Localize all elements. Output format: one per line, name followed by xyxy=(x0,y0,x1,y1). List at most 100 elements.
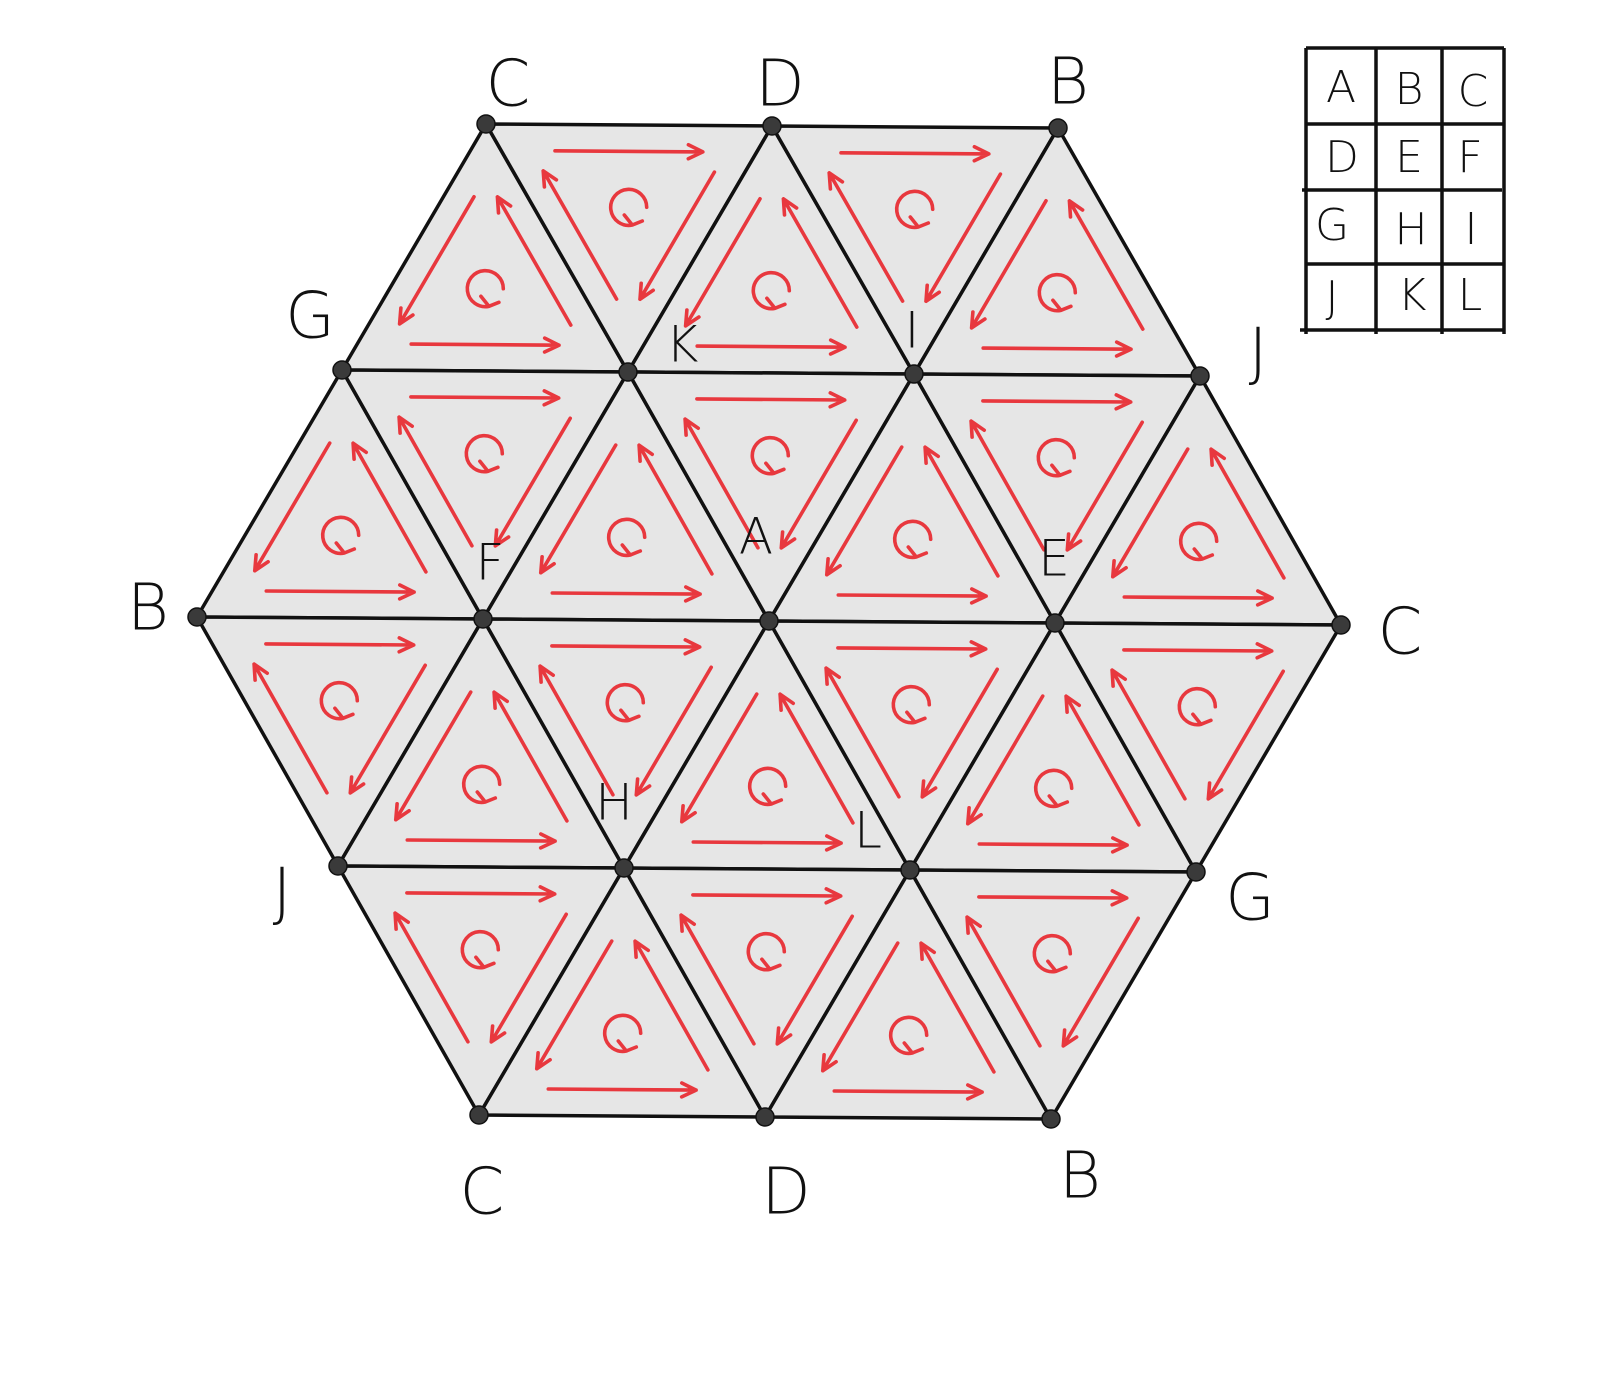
edge-arrow xyxy=(495,195,573,327)
edge-arrow xyxy=(981,393,1133,411)
arrow-layer xyxy=(252,143,1286,1101)
legend-cell-j: J xyxy=(1326,272,1339,323)
vertex-dot xyxy=(614,858,634,878)
edge-arrow xyxy=(535,939,614,1071)
edge-arrow xyxy=(977,889,1129,907)
edge-arrow xyxy=(264,636,416,654)
edge-arrow xyxy=(981,340,1133,358)
edge-arrow xyxy=(839,145,991,163)
edge-arrow xyxy=(493,416,572,548)
vertex-dot xyxy=(904,364,924,384)
vertex-label-top-mid: D xyxy=(755,48,804,122)
edge-arrow xyxy=(775,914,854,1046)
rotation-icon xyxy=(608,187,649,228)
triangle-face xyxy=(908,868,1198,1121)
vertex-dot xyxy=(1190,366,1210,386)
vertex-label-bottom-left: C xyxy=(460,1156,505,1230)
edge-arrow xyxy=(634,665,713,797)
edge-arrow xyxy=(1064,694,1141,827)
rotation-icon xyxy=(602,1013,643,1054)
legend-cell-c: C xyxy=(1458,66,1489,117)
rotation-icon xyxy=(1037,272,1078,313)
edge-arrow xyxy=(836,587,988,605)
edge-arrow xyxy=(680,692,759,824)
vertex-dot xyxy=(1041,1109,1061,1129)
rotation-icon xyxy=(891,684,932,725)
rotation-icon xyxy=(1177,686,1218,727)
rotation-icon xyxy=(319,680,360,721)
rotation-icon xyxy=(1032,933,1073,974)
edge-arrow xyxy=(550,585,702,603)
edge-arrow xyxy=(679,913,756,1046)
edge-arrow xyxy=(683,417,760,550)
vertex-dot xyxy=(1045,613,1065,633)
vertex-label-center: A xyxy=(739,508,773,566)
rotation-icon xyxy=(1033,768,1074,809)
rotation-icon xyxy=(1178,521,1219,562)
edge-arrow xyxy=(633,939,710,1072)
vertex-dot xyxy=(473,609,493,629)
vertex-label-bottom-mid: D xyxy=(761,1156,810,1230)
vertex-dot xyxy=(187,607,207,627)
vertex-label-mid-inner-left: F xyxy=(476,534,505,592)
edge-arrow xyxy=(827,171,905,303)
rotation-icon xyxy=(750,435,791,476)
edge-arrow xyxy=(778,692,855,825)
rotation-icon xyxy=(747,766,788,807)
edge-arrow xyxy=(1065,420,1144,552)
edge-arrow xyxy=(492,690,569,823)
rotation-icon xyxy=(465,268,506,309)
edge-arrow xyxy=(538,664,615,797)
vertex-dot xyxy=(618,362,638,382)
edge-arrow xyxy=(836,640,988,658)
vertex-dot xyxy=(476,114,496,134)
edge-arrow xyxy=(1061,916,1140,1048)
vertex-label-upper-inner-right: I xyxy=(905,302,920,360)
vertex-label-lower-inner-left: H xyxy=(595,774,633,832)
rotation-icon xyxy=(894,189,935,230)
legend-cell-i: I xyxy=(1465,204,1478,255)
edge-arrow xyxy=(1067,199,1145,331)
edge-arrow xyxy=(553,143,705,161)
edge-arrow xyxy=(394,690,473,822)
vertex-points xyxy=(187,114,1351,1129)
edge-arrow xyxy=(966,694,1045,826)
vertex-dot xyxy=(762,116,782,136)
legend-cell-e: E xyxy=(1395,132,1423,183)
edge-arrow xyxy=(397,415,474,548)
edge-arrow xyxy=(264,583,416,601)
legend-cell-a: A xyxy=(1326,62,1356,113)
vertex-label-mid-inner-right: E xyxy=(1038,530,1070,588)
edge-arrow xyxy=(489,912,568,1044)
edge-arrow xyxy=(638,170,717,301)
vertex-dot xyxy=(332,360,352,380)
rotation-icon xyxy=(892,519,933,560)
edge-arrow xyxy=(1111,447,1190,579)
triangle-grid xyxy=(195,122,1343,1121)
vertex-label-lower-inner-right: L xyxy=(854,802,882,860)
legend-cell-h: H xyxy=(1394,204,1427,255)
edge-arrow xyxy=(977,836,1129,854)
edge-arrow xyxy=(691,834,843,852)
vertex-label-upper-inner-left: K xyxy=(666,316,699,374)
edge-arrow xyxy=(965,915,1042,1048)
vertex-label-upper-left: G xyxy=(285,280,335,354)
vertex-label-lower-left: J xyxy=(273,856,292,930)
edge-arrow xyxy=(695,391,847,409)
vertex-dot xyxy=(328,856,348,876)
edge-arrow xyxy=(779,418,858,550)
edge-arrow xyxy=(969,199,1048,330)
legend-cell-f: F xyxy=(1457,132,1482,183)
vertex-label-left: B xyxy=(127,572,169,646)
edge-arrow xyxy=(691,887,843,905)
rotation-icon xyxy=(605,682,646,723)
legend-cell-k: K xyxy=(1398,270,1427,321)
vertex-label-right: C xyxy=(1378,596,1423,670)
edge-arrow xyxy=(825,445,904,577)
edge-arrow xyxy=(923,445,1000,578)
edge-arrow xyxy=(919,941,996,1074)
edge-arrow xyxy=(409,336,561,354)
legend-cell-g: G xyxy=(1315,200,1349,251)
edge-arrow xyxy=(393,911,470,1044)
